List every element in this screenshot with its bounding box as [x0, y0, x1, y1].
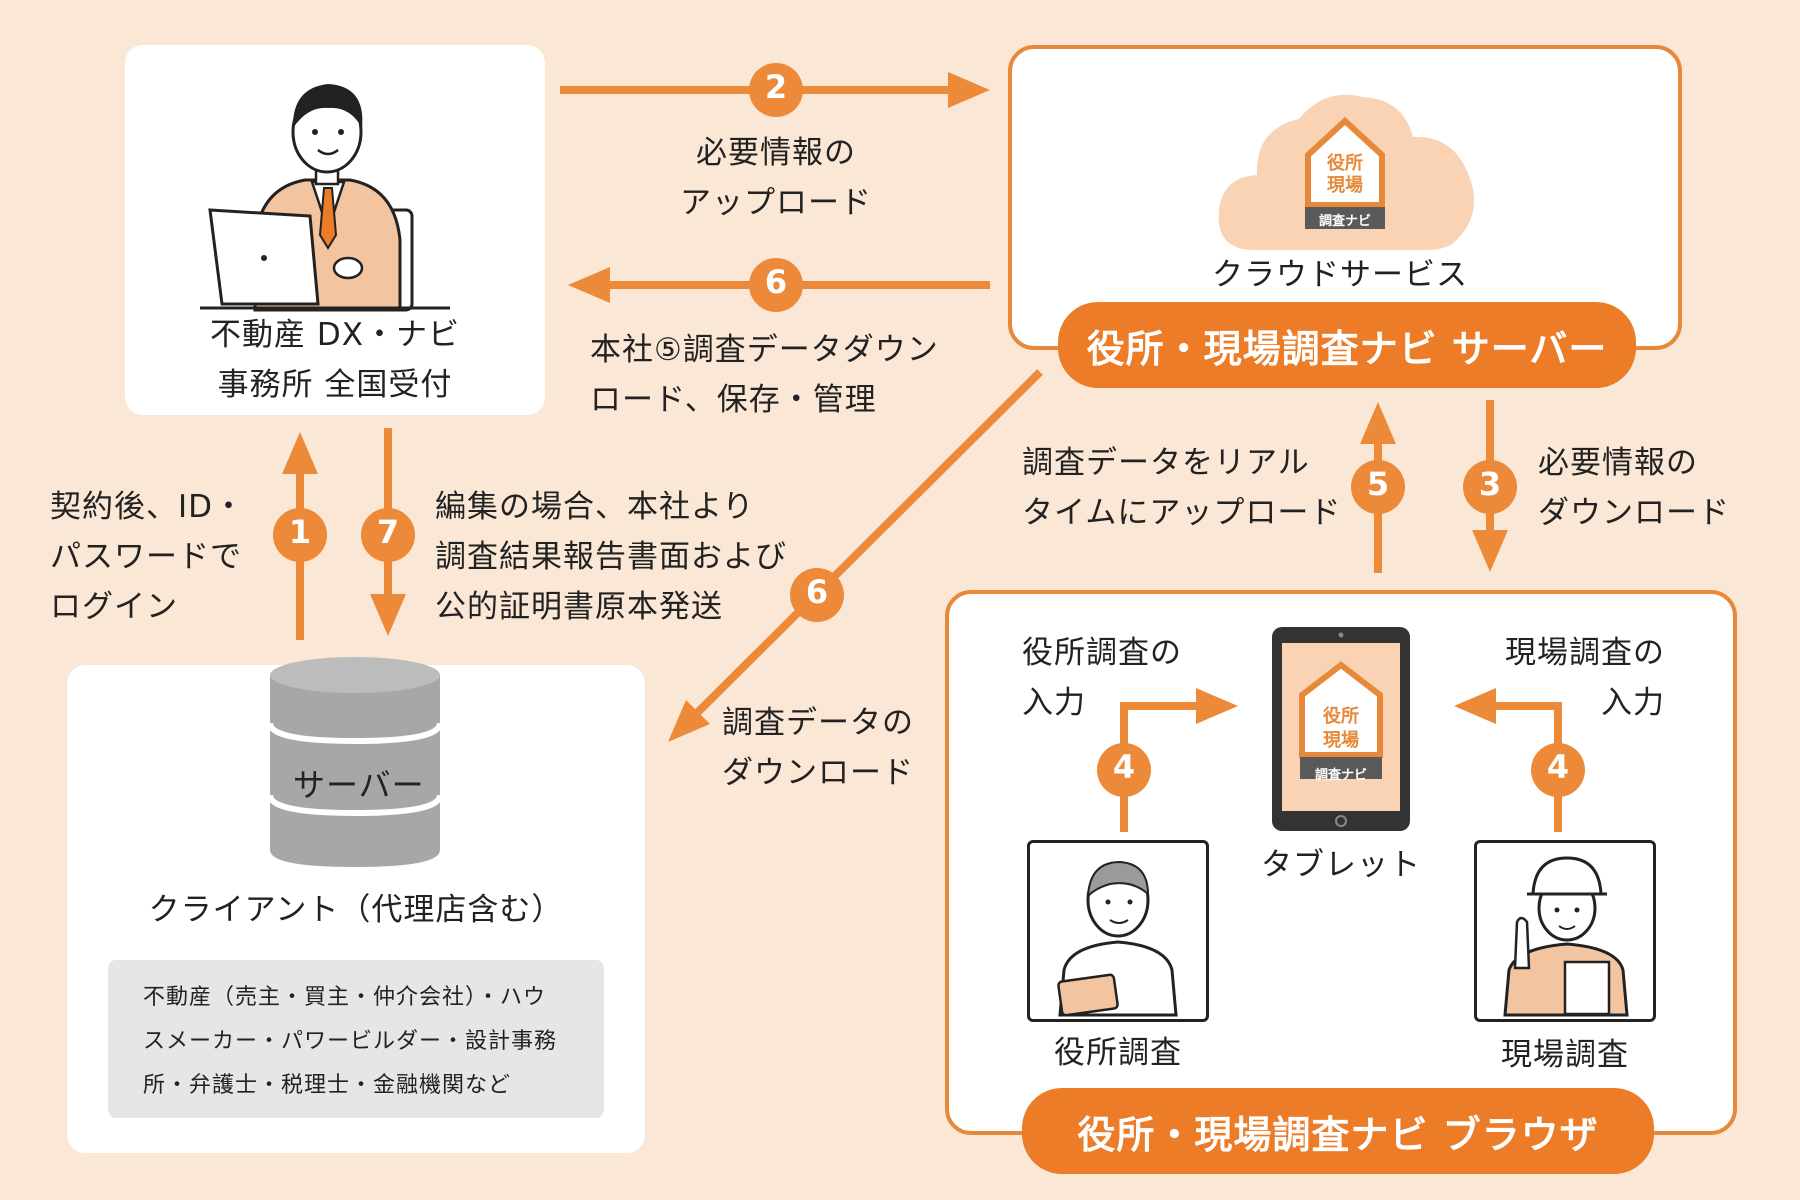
office-input-label: 役所調査の 入力	[1022, 635, 1182, 721]
step-6b-label: 調査データの ダウンロード	[722, 705, 914, 791]
step-badge-5: 5	[1366, 465, 1390, 503]
office-worker-illustration	[200, 84, 450, 312]
database-icon	[267, 657, 443, 867]
step-badge-7: 7	[376, 513, 400, 551]
step-badge-2: 2	[764, 68, 788, 106]
step-2-label: 必要情報の アップロード	[680, 135, 872, 221]
client-description: 不動産（売主・買主・仲介会社）・ハウ スメーカー・パワービルダー・設計事務 所・…	[143, 985, 558, 1098]
arrowhead-6a	[568, 267, 610, 303]
step-badge-4a: 4	[1112, 748, 1136, 786]
arrowhead-3	[1472, 530, 1508, 572]
field-input-label: 現場調査の 入力	[1505, 635, 1665, 721]
client-title: クライアント（代理店含む）	[148, 892, 564, 928]
step-5-label: 調査データをリアル タイムにアップロード	[1022, 445, 1342, 531]
office-label: 不動産 DX・ナビ 事務所 全国受付	[210, 317, 460, 403]
step-badge-6b: 6	[805, 573, 829, 611]
tablet-icon	[1272, 627, 1410, 831]
field-survey-label: 現場調査	[1501, 1037, 1629, 1073]
arrowhead-5	[1360, 402, 1396, 444]
step-7-label: 編集の場合、本社より 調査結果報告書面および 公的証明書原本発送	[435, 489, 787, 625]
tablet-logo-sub: 調査ナビ	[1314, 768, 1367, 783]
field-surveyor-illustration	[1503, 856, 1629, 1017]
office-surveyor-illustration	[1057, 860, 1178, 1017]
tablet-logo-text: 役所 現場	[1323, 706, 1359, 751]
tablet-label: タブレット	[1261, 847, 1421, 883]
arrowhead-1	[282, 432, 318, 474]
cloud-service-label: クラウドサービス	[1212, 257, 1468, 293]
chosa-navi-logo	[1305, 116, 1385, 229]
arrowhead-2	[948, 72, 990, 108]
step-badge-6a: 6	[764, 263, 788, 301]
arrowhead-7	[370, 594, 406, 636]
step-badge-1: 1	[288, 513, 312, 551]
database-label: サーバー	[293, 766, 425, 804]
server-pill: 役所・現場調査ナビ サーバー	[1058, 302, 1636, 388]
browser-pill: 役所・現場調査ナビ ブラウザ	[1022, 1088, 1654, 1174]
step-badge-4b: 4	[1546, 748, 1570, 786]
client-description-box	[108, 960, 604, 1118]
step-badge-3: 3	[1478, 465, 1502, 503]
step-3-label: 必要情報の ダウンロード	[1538, 445, 1730, 531]
step-1-label: 契約後、ID・ パスワードで ログイン	[50, 489, 246, 625]
office-survey-label: 役所調査	[1054, 1035, 1182, 1071]
cloud-logo-sub: 調査ナビ	[1318, 214, 1371, 229]
step-6a-label: 本社⑤調査データダウン ロード、保存・管理	[590, 332, 939, 418]
cloud-logo-text: 役所 現場	[1327, 153, 1363, 196]
arrowhead-6b	[668, 700, 710, 742]
